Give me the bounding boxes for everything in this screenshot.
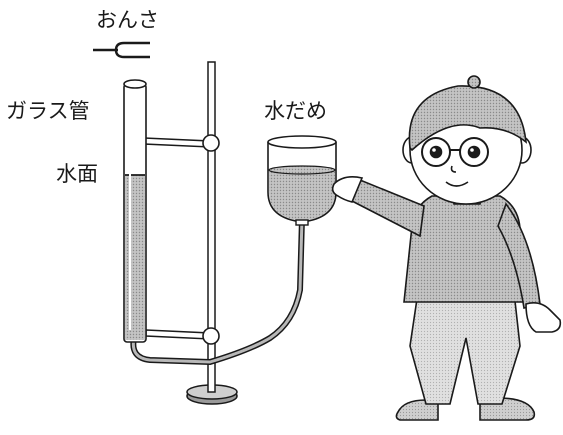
stand-pole (207, 61, 216, 393)
upper-clamp-knob (202, 134, 220, 152)
tuning-fork-icon (93, 41, 150, 59)
glass-tube (123, 79, 147, 343)
lower-clamp-knob (202, 327, 220, 345)
water-reservoir (267, 135, 337, 226)
boy-figure (331, 75, 562, 421)
pants (409, 291, 521, 405)
reservoir-label: 水だめ (264, 99, 327, 123)
upper-clamp (143, 137, 211, 148)
tuning-fork-label: おんさ (96, 8, 159, 32)
left-arm (348, 178, 425, 238)
left-hand (331, 176, 364, 203)
left-shoe (395, 399, 439, 421)
right-hand (525, 302, 562, 333)
tube-water (125, 175, 145, 340)
lower-clamp (145, 329, 211, 340)
water-surface-label: 水面 (56, 162, 98, 186)
hair (408, 85, 527, 152)
glass-tube-label: ガラス管 (6, 99, 90, 123)
